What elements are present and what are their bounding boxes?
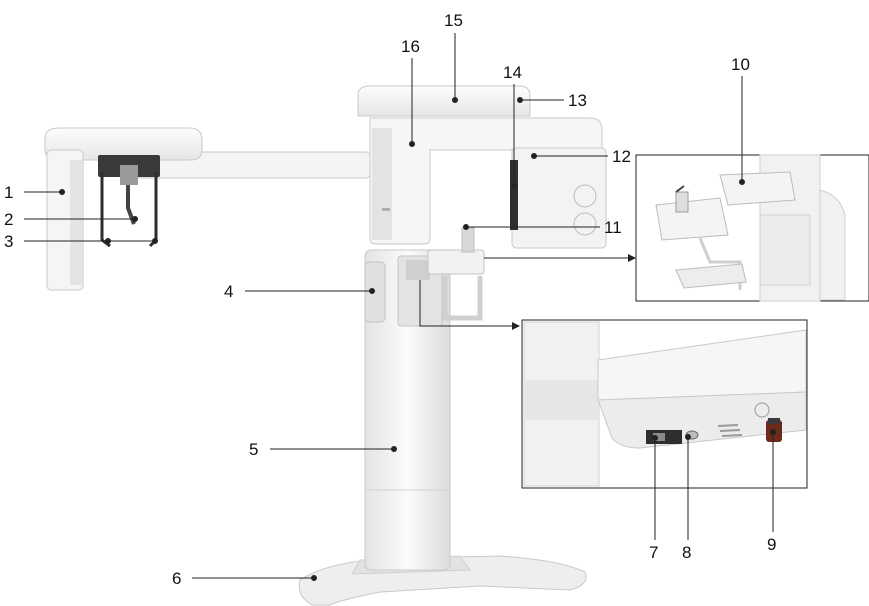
callout-6: 6 <box>172 569 181 588</box>
gantry <box>357 85 607 249</box>
callout-3: 3 <box>4 232 13 251</box>
callout-4: 4 <box>224 282 233 301</box>
callout-14: 14 <box>503 63 522 82</box>
column <box>364 249 451 571</box>
leader-lines <box>24 33 776 581</box>
ceph-arm <box>44 127 371 291</box>
callout-7: 7 <box>649 543 658 562</box>
inset-chin-rest <box>484 154 869 302</box>
callout-2: 2 <box>4 210 13 229</box>
callout-11: 11 <box>604 218 622 237</box>
callout-8: 8 <box>682 543 691 562</box>
patient-positioning-unit <box>397 227 485 327</box>
callout-labels: 1 2 3 4 5 6 7 8 9 10 11 12 13 14 15 16 <box>4 11 776 588</box>
callout-13: 13 <box>568 91 587 110</box>
callout-12: 12 <box>612 147 631 166</box>
callout-9: 9 <box>767 535 776 554</box>
callout-5: 5 <box>249 440 258 459</box>
callout-16: 16 <box>401 37 420 56</box>
callout-10: 10 <box>731 55 750 74</box>
callout-15: 15 <box>444 11 463 30</box>
inset-controls <box>419 280 808 489</box>
callout-1: 1 <box>4 183 13 202</box>
